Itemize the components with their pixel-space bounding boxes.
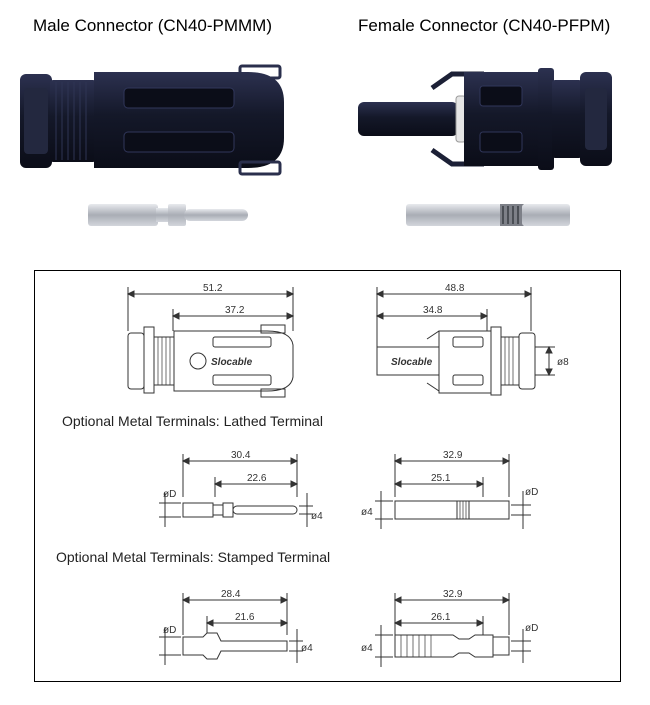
male-connector-drawing	[126, 287, 295, 398]
dim-lathed-male-total: 30.4	[231, 450, 251, 461]
dim-stamped-female-body: 26.1	[431, 612, 451, 623]
dim-female-overall: 48.8	[445, 283, 465, 294]
dim-female-pin-dia: ø8	[557, 357, 569, 368]
dim-lathed-female-total: 32.9	[443, 450, 463, 461]
lathed-female-terminal-drawing	[375, 454, 531, 529]
dim-male-overall: 51.2	[203, 283, 223, 294]
dim-stamped-female-dia-d: øD	[525, 623, 538, 634]
dimension-drawings: Slocable Slocable 51.2 37.2 48.8 34.8 ø8…	[126, 283, 569, 667]
male-terminal-photo	[88, 204, 248, 226]
lathed-male-terminal-drawing	[159, 454, 313, 527]
male-connector-photo	[20, 64, 284, 226]
dim-lathed-male-dia-d: øD	[163, 489, 176, 500]
dim-stamped-male-dia-4: ø4	[301, 643, 313, 654]
dim-lathed-female-dia-d: øD	[525, 487, 538, 498]
dim-lathed-male-dia-4: ø4	[311, 511, 323, 522]
male-brand-label: Slocable	[211, 357, 253, 368]
stamped-terminal-heading: Optional Metal Terminals: Stamped Termin…	[56, 549, 331, 565]
dim-female-body: 34.8	[423, 305, 443, 316]
female-terminal-photo	[406, 204, 570, 226]
female-connector-photo	[358, 68, 612, 226]
dim-lathed-female-dia-4: ø4	[361, 507, 373, 518]
male-connector-title: Male Connector (CN40-PMMM)	[33, 16, 272, 35]
female-connector-drawing	[375, 287, 555, 396]
dim-stamped-male-body: 21.6	[235, 612, 255, 623]
dim-stamped-male-total: 28.4	[221, 589, 241, 600]
dim-lathed-female-body: 25.1	[431, 473, 451, 484]
dim-stamped-female-dia-4: ø4	[361, 643, 373, 654]
dim-lathed-male-body: 22.6	[247, 473, 267, 484]
stamped-female-terminal-drawing	[375, 593, 531, 667]
dim-stamped-male-dia-d: øD	[163, 625, 176, 636]
dim-male-body: 37.2	[225, 305, 245, 316]
female-connector-title: Female Connector (CN40-PFPM)	[358, 16, 611, 35]
technical-drawing-panel: Slocable Slocable 51.2 37.2 48.8 34.8 ø8…	[34, 270, 621, 682]
lathed-terminal-heading: Optional Metal Terminals: Lathed Termina…	[62, 413, 323, 429]
stamped-male-terminal-drawing	[159, 593, 303, 665]
female-brand-label: Slocable	[391, 357, 433, 368]
dim-stamped-female-total: 32.9	[443, 589, 463, 600]
